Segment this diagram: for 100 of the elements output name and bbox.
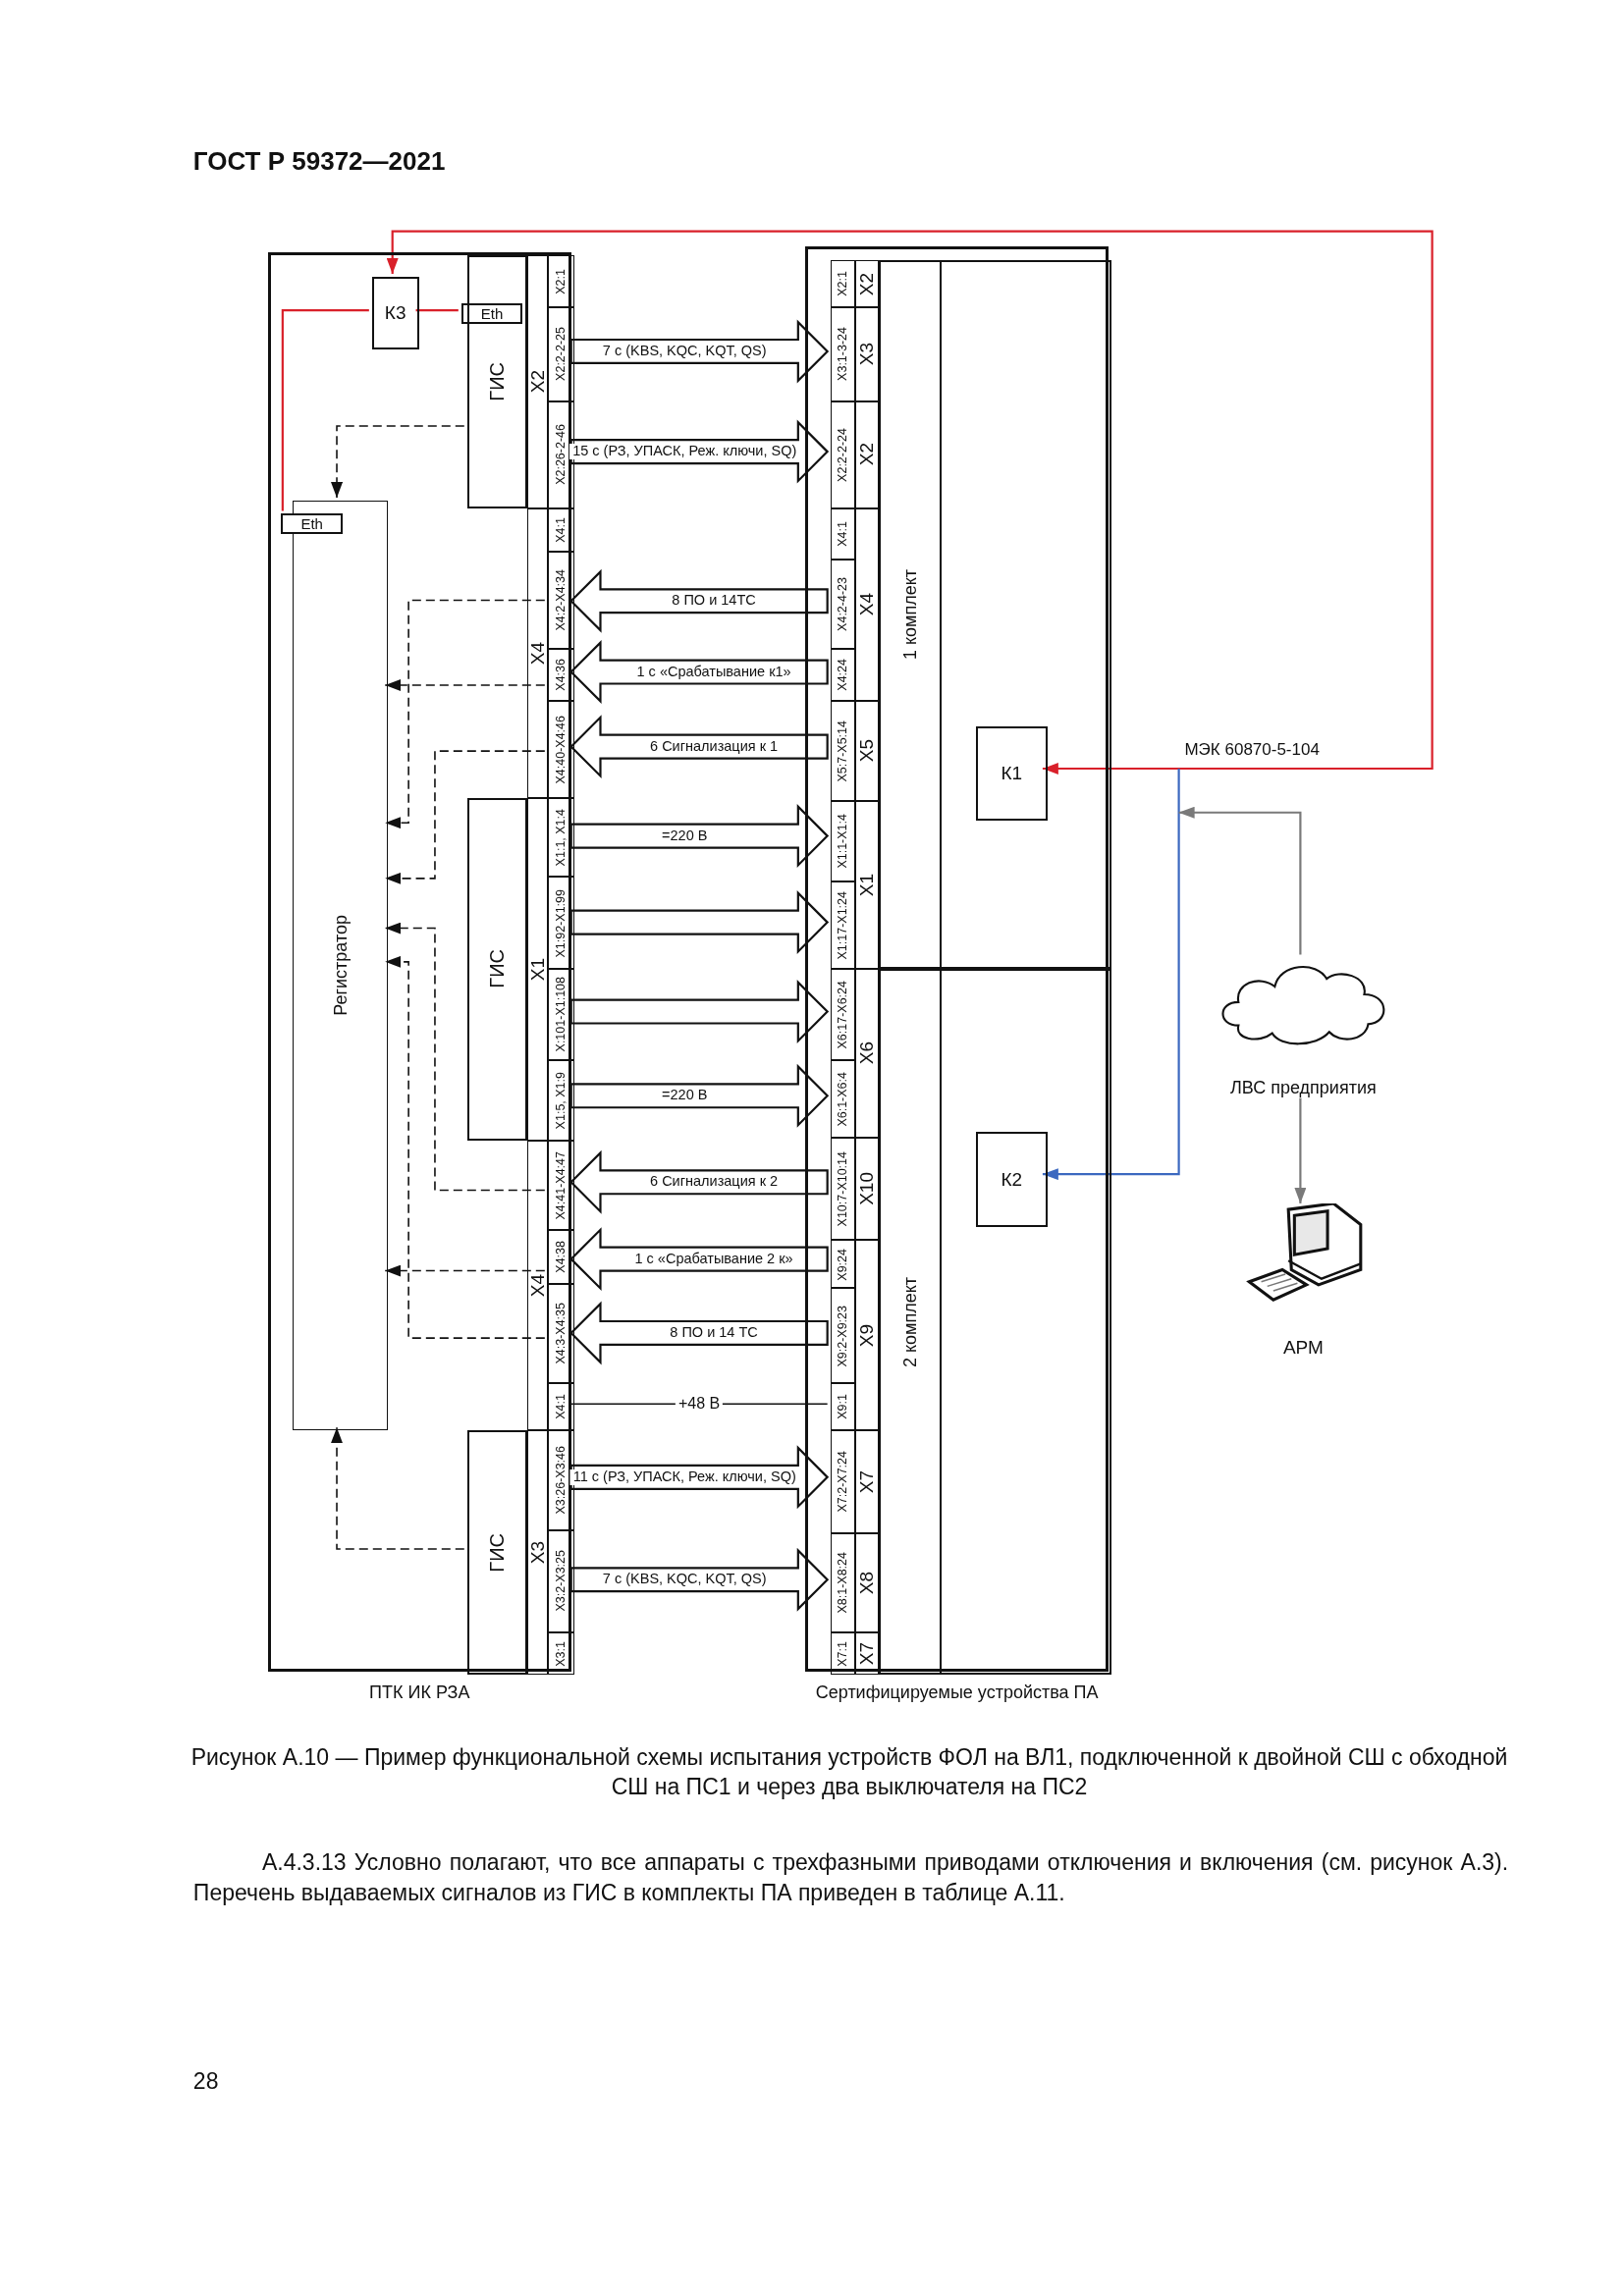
terminal-cell	[547, 969, 574, 1060]
terminal-label: X4:40-X4:46	[554, 715, 568, 784]
connector-band	[855, 1240, 879, 1431]
unit-label: ГИС	[487, 1532, 508, 1573]
terminal-label: X7:2-X7:24	[837, 1451, 849, 1513]
terminal-label: X4:38	[554, 1241, 568, 1273]
terminal-label: X4:1	[554, 517, 568, 543]
terminal-label: X9:2-X9:23	[837, 1305, 849, 1367]
terminal-label: X1:5, X1:9	[554, 1071, 568, 1129]
set-label: 2 комплект	[900, 1276, 919, 1367]
dashed-arrow	[384, 1264, 546, 1277]
dashed-arrow	[384, 599, 546, 829]
block-arrow	[569, 1063, 830, 1128]
dashed-arrow	[384, 679, 546, 691]
connector-band	[855, 800, 879, 970]
terminal-cell	[547, 648, 574, 702]
block-arrow	[569, 980, 830, 1044]
page-number: 28	[192, 2068, 219, 2096]
terminal-label: X4:3-X4:35	[554, 1303, 568, 1364]
connector-band	[526, 1430, 548, 1676]
terminal-cell	[830, 400, 855, 508]
terminal-cell	[547, 701, 574, 798]
unit-box	[466, 1430, 527, 1676]
terminal-label: X9:1	[837, 1394, 849, 1420]
terminal-label: X3:1	[554, 1640, 568, 1667]
device-label: К3	[384, 302, 406, 325]
connector-label: X8	[857, 1571, 877, 1594]
connection-line	[415, 309, 459, 312]
terminal-cell	[830, 800, 855, 881]
connector-label: X5	[857, 739, 877, 763]
connector-band	[855, 969, 879, 1138]
connector-label: X2	[857, 443, 877, 466]
terminal-label: X4:41-X4:47	[554, 1150, 568, 1220]
terminal-label: X4:1	[837, 520, 849, 547]
recorder-label: Регистратор	[331, 915, 350, 1016]
terminal-cell	[830, 881, 855, 970]
terminal-cell	[547, 400, 574, 508]
device-box	[975, 1132, 1048, 1228]
connector-band	[855, 1631, 879, 1676]
terminal-label: X10:7-X10:14	[837, 1150, 849, 1227]
terminal-cell	[547, 797, 574, 878]
connector-label: X3	[527, 1541, 547, 1565]
terminal-label: X1:92-X1:99	[554, 888, 568, 958]
unit-box	[466, 797, 527, 1141]
terminal-cell	[547, 307, 574, 401]
panel-label: Сертифицируемые устройства ПА	[815, 1682, 1099, 1704]
connector-label: X2	[857, 272, 877, 295]
terminal-label: X7:1	[837, 1640, 849, 1667]
terminal-cell	[830, 701, 855, 801]
connector-label: X3	[857, 343, 877, 366]
arrow	[1042, 769, 1180, 1181]
terminal-cell	[547, 1059, 574, 1141]
terminal-label: X2:2-2-25	[554, 327, 568, 382]
connector-label: X6	[857, 1041, 877, 1065]
terminal-label: X4:2-X4:34	[554, 569, 568, 631]
terminal-cell	[547, 877, 574, 970]
connector-band	[526, 507, 548, 798]
terminal-cell	[830, 307, 855, 401]
unit-label: ГИС	[487, 949, 508, 989]
terminal-label: X2:1	[554, 268, 568, 294]
unit-box	[466, 254, 527, 508]
connector-band	[855, 307, 879, 401]
set-box	[878, 260, 1111, 970]
terminal-cell	[830, 1240, 855, 1289]
connector-label: X9	[857, 1323, 877, 1347]
set-label: 1 комплект	[900, 569, 919, 661]
terminal-label: X1:1, X1:4	[554, 808, 568, 867]
terminal-label: X3:1-3-24	[837, 327, 849, 382]
connector-band	[855, 507, 879, 702]
connector-label: X4	[527, 641, 547, 665]
port-label: Eth	[480, 304, 504, 322]
recorder-box	[293, 501, 389, 1431]
dashed-arrow	[384, 750, 546, 884]
body-paragraph: А.4.3.13 Условно полагают, что все аппараты с трехфазными приводами отключения и включения (см. рисунок А.3). Перечень выдаваемых сигналов из ГИС в комплекты ПА приведен в таблице А.11.	[192, 1848, 1509, 1907]
terminal-cell	[830, 1383, 855, 1431]
terminal-label: X8:1-X8:24	[837, 1551, 849, 1614]
connector-band	[855, 1430, 879, 1533]
terminal-cell	[547, 1383, 574, 1431]
terminal-label: X2:1	[837, 271, 849, 297]
connector-band	[526, 797, 548, 1141]
dashed-arrow	[384, 955, 546, 1339]
terminal-label: X4:1	[554, 1394, 568, 1420]
set-box	[878, 969, 1111, 1676]
terminal-label: X9:24	[837, 1248, 849, 1281]
terminal-label: X1:17-X1:24	[837, 890, 849, 960]
block-arrow	[569, 804, 830, 869]
terminal-label: X5:7-X5:14	[837, 720, 849, 782]
connector-band	[526, 254, 548, 508]
port-box	[460, 302, 523, 324]
connector-band	[855, 260, 879, 308]
terminal-label: X1:1-X1:4	[837, 814, 849, 869]
connector-label: X7	[857, 1469, 877, 1493]
port-label: Eth	[300, 515, 323, 533]
terminal-label: X2:2-2-24	[837, 427, 849, 482]
terminal-label: X:101-X1:108	[554, 977, 568, 1052]
terminal-label: X4:36	[554, 659, 568, 691]
device-box	[975, 726, 1048, 821]
dashed-arrow	[331, 1426, 465, 1550]
terminal-cell	[547, 507, 574, 553]
terminal-cell	[547, 1529, 574, 1632]
